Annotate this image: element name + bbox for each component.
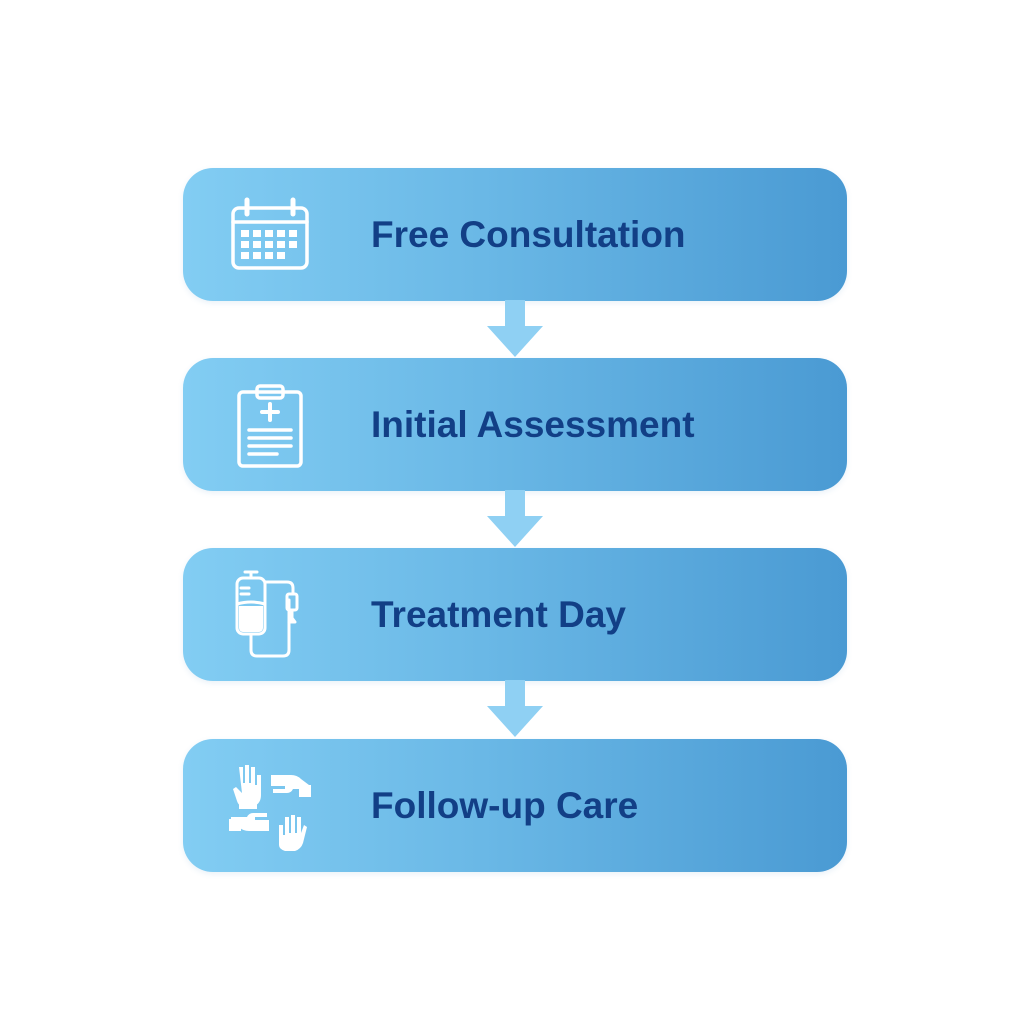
- step-follow-up-care: Follow-up Care: [183, 739, 847, 872]
- arrow-down-icon: [487, 680, 543, 737]
- clipboard-icon: [225, 380, 315, 470]
- step-treatment-day: Treatment Day: [183, 548, 847, 681]
- step-label: Treatment Day: [371, 594, 626, 635]
- step-label: Follow-up Care: [371, 785, 639, 826]
- iv-bag-icon: [225, 570, 315, 660]
- hands-icon: [225, 761, 315, 851]
- step-label: Free Consultation: [371, 214, 686, 255]
- step-initial-assessment: Initial Assessment: [183, 358, 847, 491]
- calendar-icon: [225, 190, 315, 280]
- arrow-down-icon: [487, 490, 543, 547]
- arrow-down-icon: [487, 300, 543, 357]
- step-label: Initial Assessment: [371, 404, 695, 445]
- step-free-consultation: Free Consultation: [183, 168, 847, 301]
